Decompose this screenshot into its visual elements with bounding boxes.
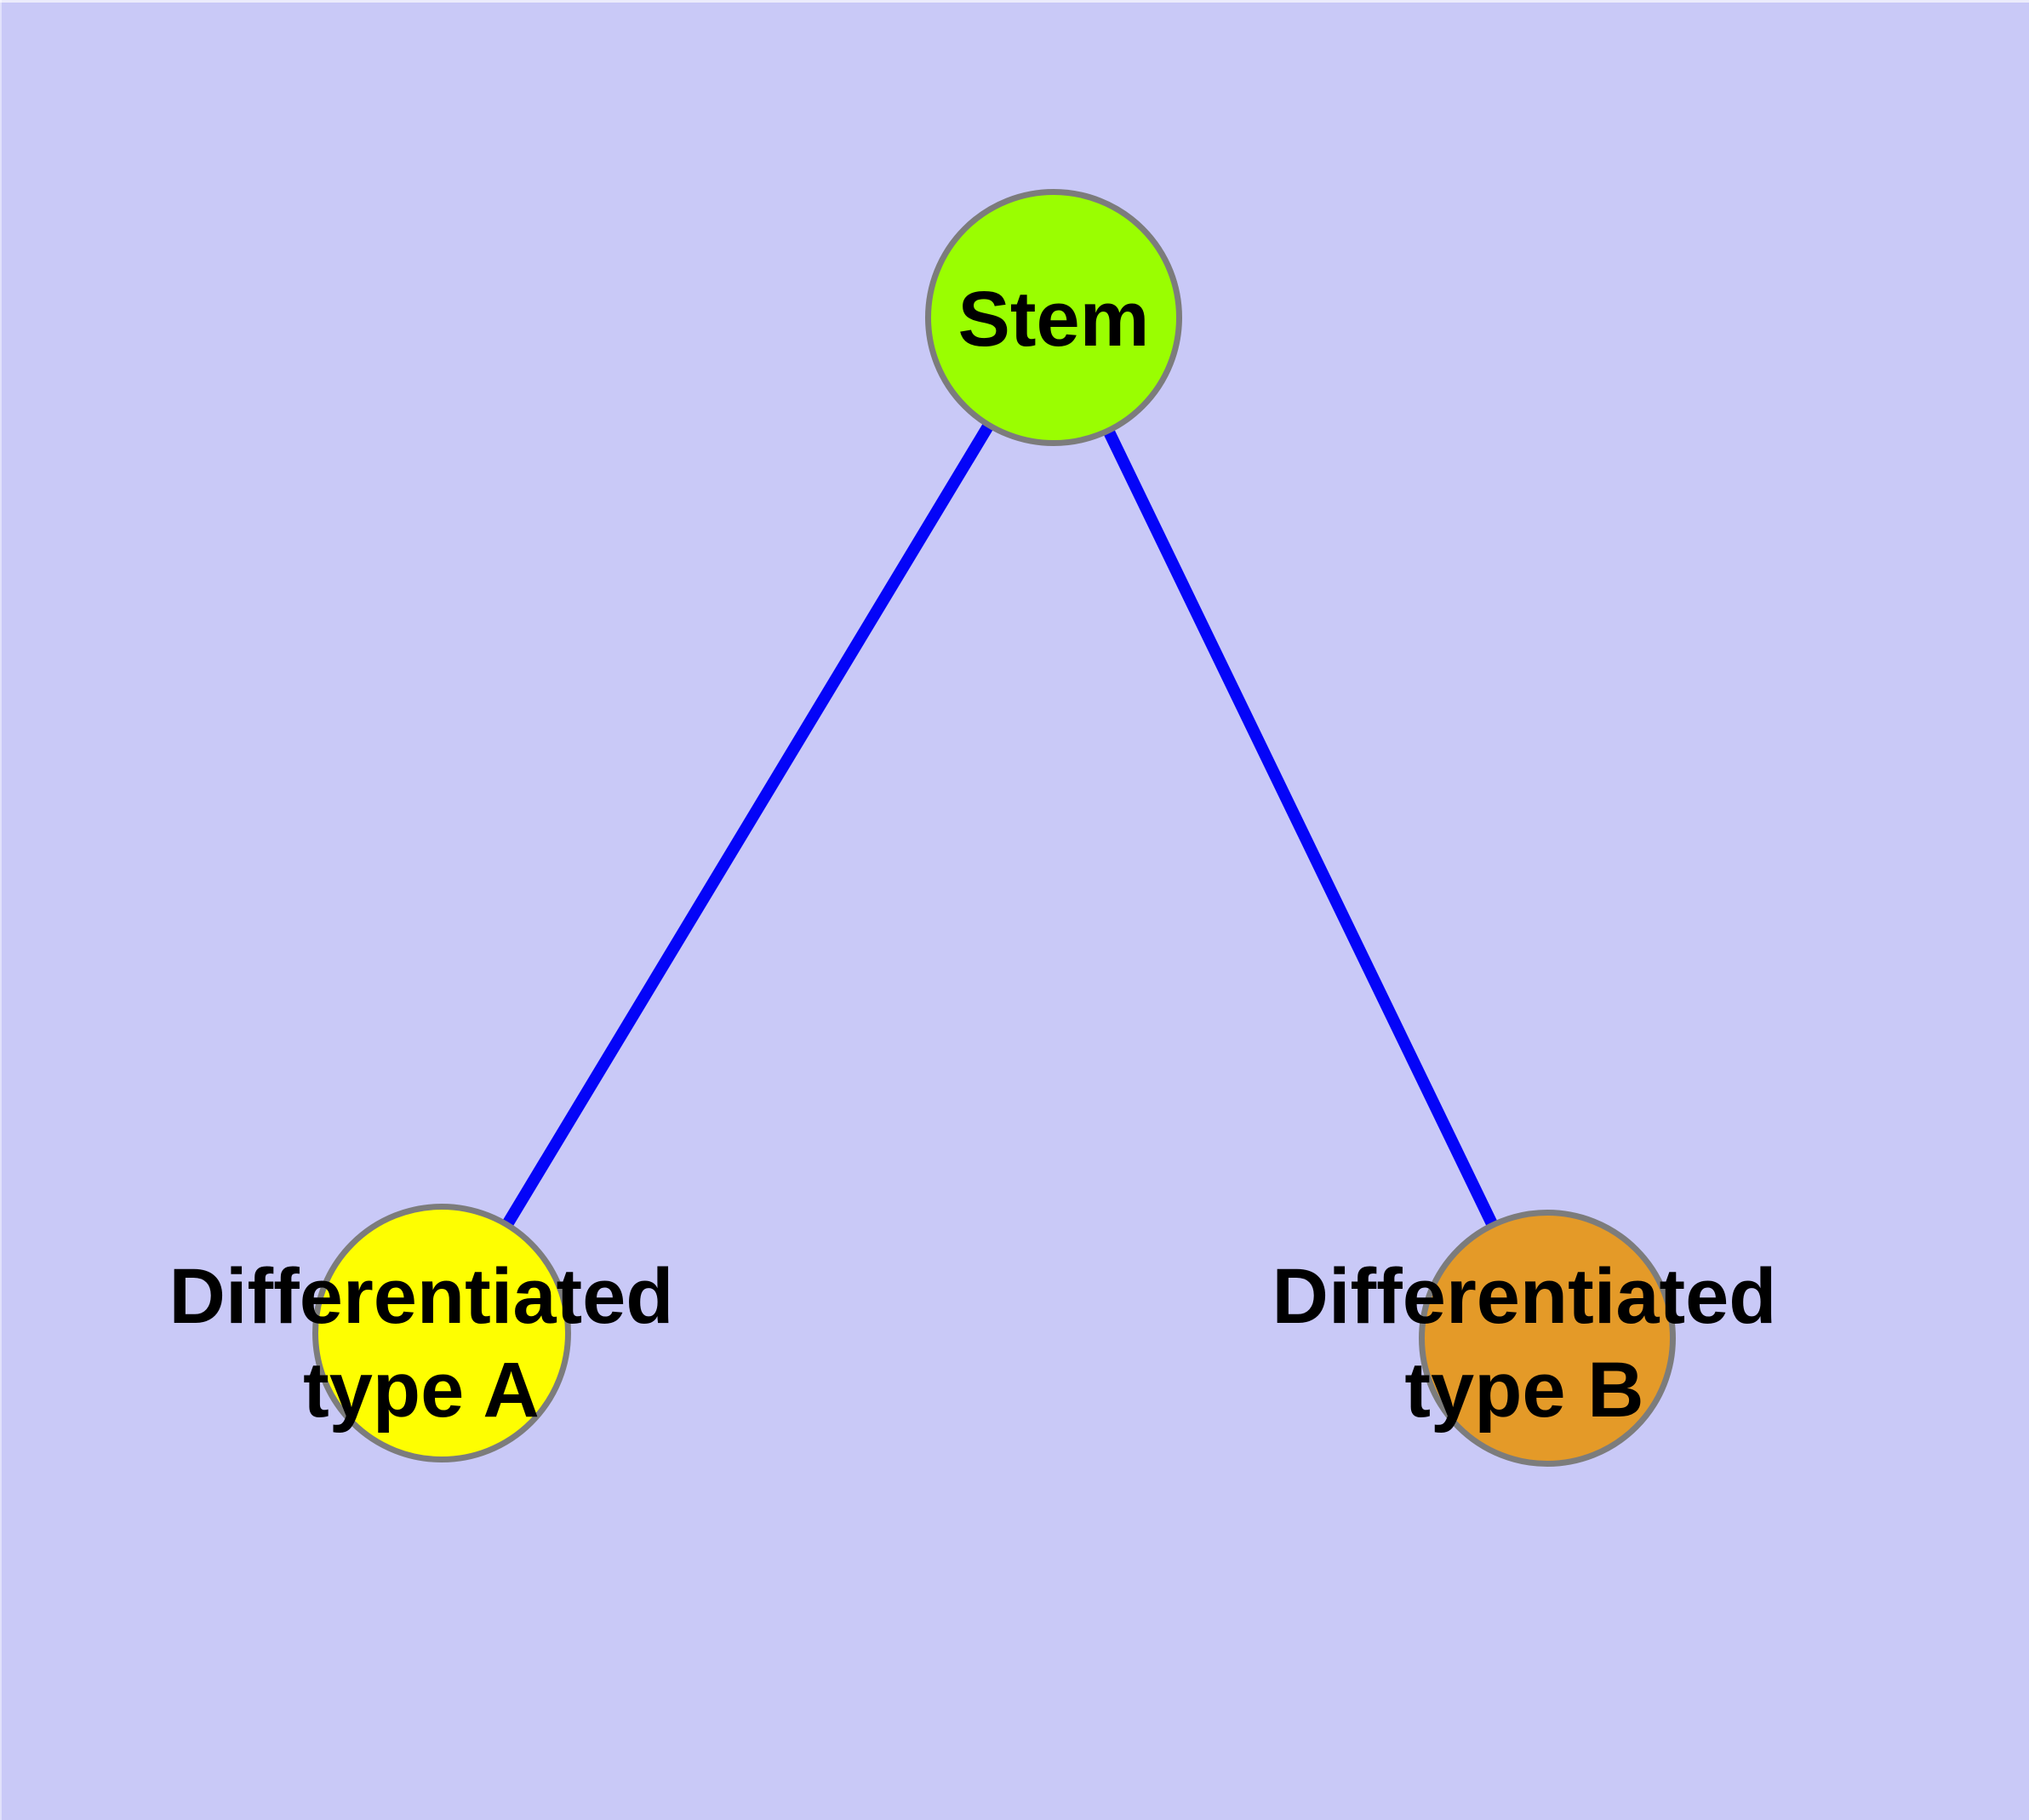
node-circle-differentiated-type-a (312, 1204, 571, 1462)
node-circle-stem (925, 189, 1182, 446)
node-label-differentiated-type-b: Differentiated type B (1272, 1253, 1777, 1434)
edge-stem-to-type-b (1048, 314, 1553, 1342)
node-label-differentiated-type-a: Differentiated type A (169, 1253, 674, 1434)
edge-stem-to-type-a (437, 314, 1059, 1336)
top-edge-artifact (0, 0, 2029, 3)
left-edge-artifact (0, 0, 2, 1820)
node-label-stem: Stem (957, 276, 1150, 363)
node-circle-differentiated-type-b (1419, 1210, 1676, 1467)
